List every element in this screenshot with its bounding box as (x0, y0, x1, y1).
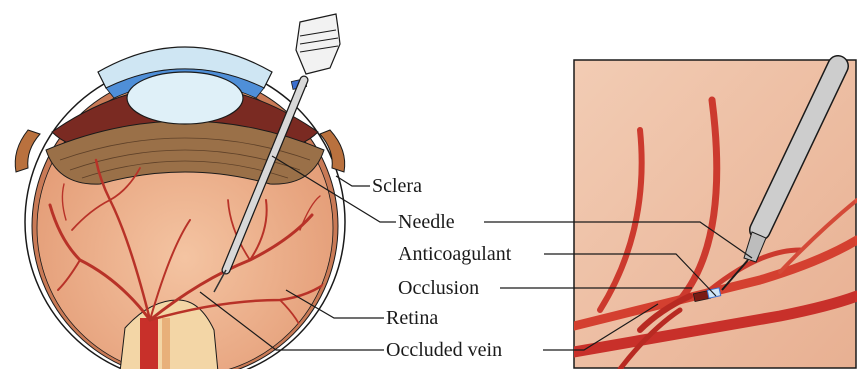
inset-magnified-view (574, 60, 857, 369)
label-occlusion: Occlusion (398, 277, 479, 299)
label-anticoagulant: Anticoagulant (398, 243, 511, 265)
lens (127, 72, 243, 124)
label-sclera: Sclera (372, 175, 422, 197)
label-occluded-vein: Occluded vein (386, 339, 502, 361)
label-retina: Retina (386, 307, 438, 329)
label-needle: Needle (398, 211, 455, 233)
